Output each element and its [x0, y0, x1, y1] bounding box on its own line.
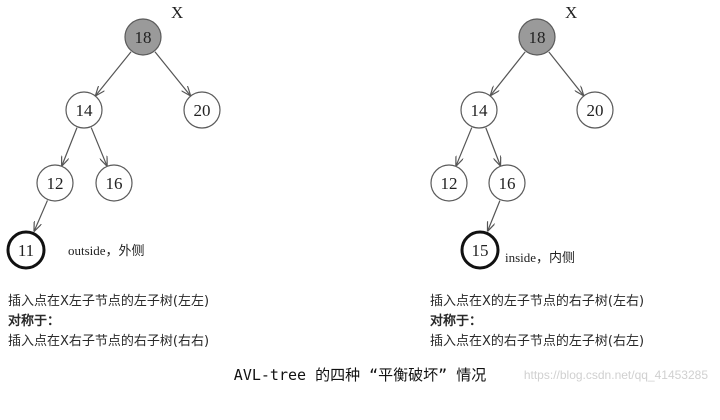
node-label-18: 18 [529, 28, 546, 47]
node-label-16: 16 [106, 174, 123, 193]
left-tree-note: 插入点在X左子节点的左子树(左左) 对称于： 插入点在X右子节点的右子树(右右) [8, 292, 209, 352]
insertion-type-label: inside，内侧 [505, 250, 575, 265]
node-label-20: 20 [587, 101, 604, 120]
node-label-12: 12 [47, 174, 64, 193]
edge-14-to-16 [485, 127, 500, 166]
edge-14-to-16 [90, 127, 107, 166]
tree-node-16 [488, 164, 526, 202]
tree-node-16 [95, 164, 133, 202]
right-note-line2: 对称于： [430, 314, 483, 329]
tree-node-12 [430, 164, 468, 202]
tree-node-15-inserted [460, 230, 500, 270]
node-label-16: 16 [499, 174, 516, 193]
tree-node-14 [65, 91, 103, 129]
tree-node-20 [576, 91, 614, 129]
edge-14-to-12 [456, 127, 473, 166]
right-tree-note: 插入点在X的左子节点的右子树(左右) 对称于： 插入点在X的右子节点的左子树(右… [430, 292, 644, 352]
x-node-marker: X [565, 3, 577, 22]
tree-node-18-root [124, 18, 162, 56]
edge-18-to-14 [491, 51, 526, 95]
left-note-line2: 对称于： [8, 314, 61, 329]
left-note-line3: 插入点在X右子节点的右子树(右右) [8, 334, 210, 349]
node-label-18: 18 [135, 28, 152, 47]
tree-node-12 [36, 164, 74, 202]
right-note-line1: 插入点在X的左子节点的右子树(左右) [430, 294, 645, 309]
x-node-marker: X [171, 3, 183, 22]
right-note-line3: 插入点在X的右子节点的左子树(右左) [430, 334, 645, 349]
tree-node-20 [183, 91, 221, 129]
figure-caption: AVL-tree 的四种 “平衡破坏” 情况 [233, 366, 487, 384]
node-label-11: 11 [18, 241, 34, 260]
node-label-14: 14 [471, 101, 489, 120]
edge-12-to-11 [34, 200, 49, 230]
tree-node-14 [460, 91, 498, 129]
watermark: https://blog.csdn.net/qq_41453285 [523, 368, 708, 382]
node-label-14: 14 [76, 101, 94, 120]
edge-14-to-12 [62, 127, 78, 166]
edge-16-to-15 [488, 200, 501, 231]
node-label-15: 15 [472, 241, 489, 260]
left-note-line1: 插入点在X左子节点的左子树(左左) [8, 294, 210, 309]
tree-node-11-inserted [6, 230, 46, 270]
tree-node-18-root [518, 18, 556, 56]
edge-18-to-20 [154, 51, 190, 95]
edge-18-to-20 [548, 51, 583, 95]
edge-18-to-14 [96, 51, 132, 95]
node-label-12: 12 [441, 174, 458, 193]
insertion-type-label: outside，外侧 [68, 243, 145, 258]
node-label-20: 20 [194, 101, 211, 120]
